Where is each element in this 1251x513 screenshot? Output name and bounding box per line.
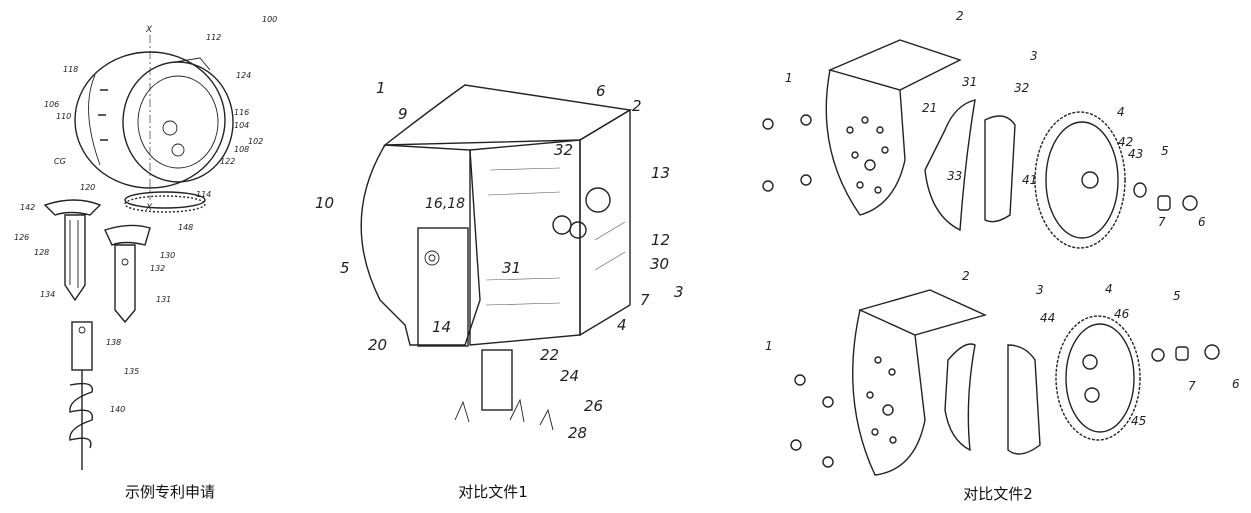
reference-number: 46 <box>1114 307 1130 321</box>
reference-number: 120 <box>80 183 95 192</box>
reference-number: 7 <box>640 291 650 309</box>
reference-number: 5 <box>340 259 350 277</box>
reference-number: 28 <box>568 424 587 442</box>
exploded-view-bottom <box>790 289 1220 476</box>
reference-number: 7 <box>1188 379 1196 393</box>
screw-post <box>69 321 94 470</box>
panel-caption: 示例专利申请 <box>125 483 215 501</box>
reference-number: 22 <box>540 346 559 364</box>
reference-number: 114 <box>196 190 211 199</box>
reference-number: 1 <box>785 71 793 85</box>
reference-number: 33 <box>947 169 962 183</box>
reference-number: 112 <box>206 33 221 42</box>
reference-number: 16,18 <box>425 196 465 212</box>
reference-number: 148 <box>178 223 193 232</box>
reference-number: 2 <box>632 97 642 115</box>
reference-number: 3 <box>674 283 684 301</box>
reference-number: 118 <box>63 65 78 74</box>
reference-number: CG <box>54 157 66 166</box>
screws-top <box>762 114 812 192</box>
reel-housing <box>74 35 234 200</box>
gear-base <box>124 191 206 213</box>
reference-number: 7 <box>1158 215 1166 229</box>
reference-number: 4 <box>617 316 627 334</box>
reference-number: 6 <box>1198 215 1206 229</box>
reference-number: 24 <box>560 367 579 385</box>
reference-number: 116 <box>234 108 249 117</box>
reference-number: 102 <box>248 137 263 146</box>
reference-number: 138 <box>106 338 121 347</box>
reference-number: 32 <box>1014 81 1029 95</box>
reference-number: 104 <box>234 121 249 130</box>
reference-number: 132 <box>150 264 165 273</box>
panel-comparison-doc-1: 对比文件1 <box>360 84 633 501</box>
panel-example-patent: 示例专利申请 <box>43 35 234 501</box>
reference-number: 32 <box>554 141 573 159</box>
support-post <box>454 349 554 431</box>
exploded-view-top <box>762 39 1198 249</box>
reference-number: X <box>145 25 153 35</box>
reference-number: 6 <box>1232 377 1240 391</box>
reference-number: 6 <box>596 82 606 100</box>
reference-number: 1 <box>765 339 773 353</box>
reference-number: 13 <box>651 164 670 182</box>
reference-number: 134 <box>40 290 55 299</box>
panel-caption: 对比文件1 <box>458 483 528 501</box>
reference-number: 9 <box>398 105 408 123</box>
hatching <box>485 167 626 306</box>
reference-number: 2 <box>962 269 970 283</box>
reference-number: 10 <box>315 194 334 212</box>
reference-number: 128 <box>34 248 49 257</box>
reference-number: 3 <box>1036 283 1044 297</box>
plate-holes-bottom <box>866 356 897 444</box>
reference-number: 20 <box>368 336 387 354</box>
reference-number: 42 <box>1118 135 1133 149</box>
reference-number: 26 <box>584 397 603 415</box>
reference-number: 140 <box>110 405 125 414</box>
reference-number: 106 <box>44 100 59 109</box>
reference-number: 21 <box>922 101 937 115</box>
box-housing <box>360 84 633 347</box>
reference-number: 14 <box>432 318 451 336</box>
reference-number: 30 <box>650 255 669 273</box>
reference-number: 108 <box>234 145 249 154</box>
reference-number: 122 <box>220 157 235 166</box>
reference-number: 135 <box>124 367 139 376</box>
reference-number: 4 <box>1117 105 1125 119</box>
reference-number: 45 <box>1131 414 1146 428</box>
reference-number: 5 <box>1161 144 1169 158</box>
reference-number: 3 <box>1030 49 1038 63</box>
reference-number: 12 <box>651 231 670 249</box>
reference-number: 110 <box>56 112 71 121</box>
reference-number: 1 <box>376 79 386 97</box>
reference-number: 130 <box>160 251 175 260</box>
plate-holes-top <box>846 116 889 194</box>
reference-number: 4 <box>1105 282 1113 296</box>
reference-number: 100 <box>262 15 277 24</box>
reference-number: 43 <box>1128 147 1143 161</box>
reference-number: 44 <box>1040 311 1055 325</box>
reference-number: 31 <box>502 259 521 277</box>
left-stake <box>43 199 102 302</box>
reference-number: 41 <box>1022 173 1037 187</box>
reference-number: 142 <box>20 203 35 212</box>
gear-top <box>1034 111 1126 249</box>
right-stake <box>104 224 151 324</box>
reference-number: 31 <box>962 75 977 89</box>
gear-bottom <box>1055 315 1141 441</box>
panel-comparison-doc-2: 对比文件2 <box>762 39 1220 503</box>
reference-number: 126 <box>14 233 29 242</box>
panel-caption: 对比文件2 <box>963 485 1033 503</box>
reference-number: X <box>145 203 153 213</box>
reference-number: 2 <box>956 9 964 23</box>
reference-number: 131 <box>156 295 171 304</box>
screws-bottom <box>790 374 834 468</box>
reference-number: 124 <box>236 71 251 80</box>
reference-number: 5 <box>1173 289 1181 303</box>
